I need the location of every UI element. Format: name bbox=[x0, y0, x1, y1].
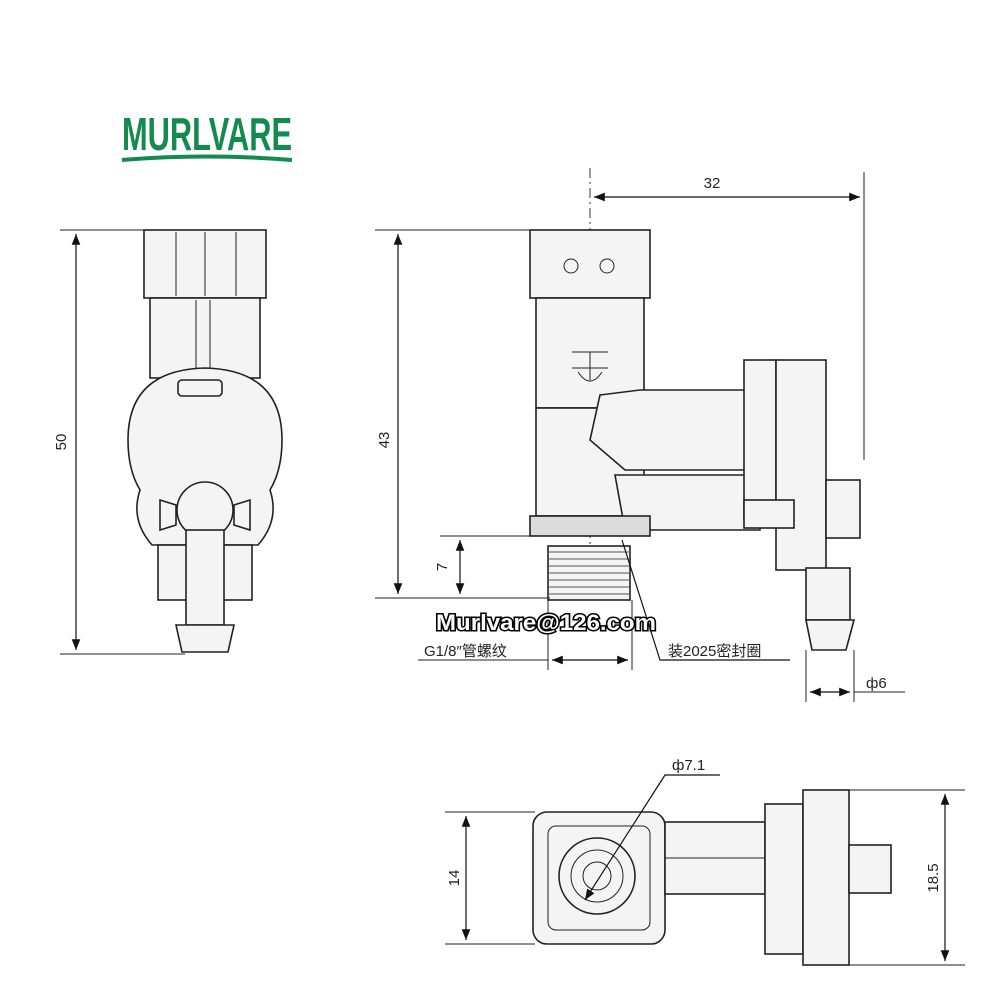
dim-bore-diameter: ф7.1 bbox=[672, 757, 705, 774]
dim-outlet-diameter: ф6 bbox=[866, 675, 887, 692]
bottom-bore-outer bbox=[558, 837, 636, 915]
dim-bottom-height: 18.5 bbox=[925, 863, 942, 892]
bottom-flange bbox=[802, 789, 850, 966]
bottom-view bbox=[532, 789, 892, 966]
brand-name: MURLVARE bbox=[122, 108, 292, 160]
side-outlet-tube bbox=[185, 529, 225, 626]
front-view bbox=[529, 168, 861, 651]
front-flange bbox=[775, 359, 827, 571]
front-flange-left bbox=[743, 359, 777, 521]
dim-width-top: 32 bbox=[704, 175, 721, 192]
side-slot bbox=[177, 379, 223, 397]
bottom-flange-left bbox=[764, 803, 804, 955]
dim-bottom-width: 14 bbox=[446, 870, 463, 887]
dim-left-height: 50 bbox=[53, 434, 70, 451]
side-body bbox=[149, 297, 261, 379]
logo-underline bbox=[121, 154, 293, 162]
brand-logo: MURLVARE bbox=[121, 108, 293, 162]
front-hex-nut bbox=[529, 229, 651, 299]
email-watermark: Murlvare@126.com bbox=[436, 610, 656, 635]
front-tab bbox=[825, 479, 861, 539]
side-housing bbox=[127, 367, 283, 546]
front-seal-ring bbox=[529, 515, 651, 537]
side-barb bbox=[175, 624, 235, 653]
dim-thread-height: 7 bbox=[434, 563, 451, 571]
seal-ring-label: 装2025密封圈 bbox=[668, 643, 761, 660]
front-clip bbox=[743, 499, 795, 529]
side-view bbox=[127, 229, 283, 653]
dimension-lines bbox=[60, 172, 965, 966]
thread-spec-label: G1/8″管螺纹 bbox=[424, 643, 507, 660]
front-outlet bbox=[805, 567, 851, 621]
front-arm-lower bbox=[614, 474, 761, 531]
front-arm-upper bbox=[589, 389, 761, 471]
dim-middle-height: 43 bbox=[376, 432, 393, 449]
front-barb bbox=[805, 619, 856, 651]
bottom-outlet bbox=[848, 844, 892, 894]
